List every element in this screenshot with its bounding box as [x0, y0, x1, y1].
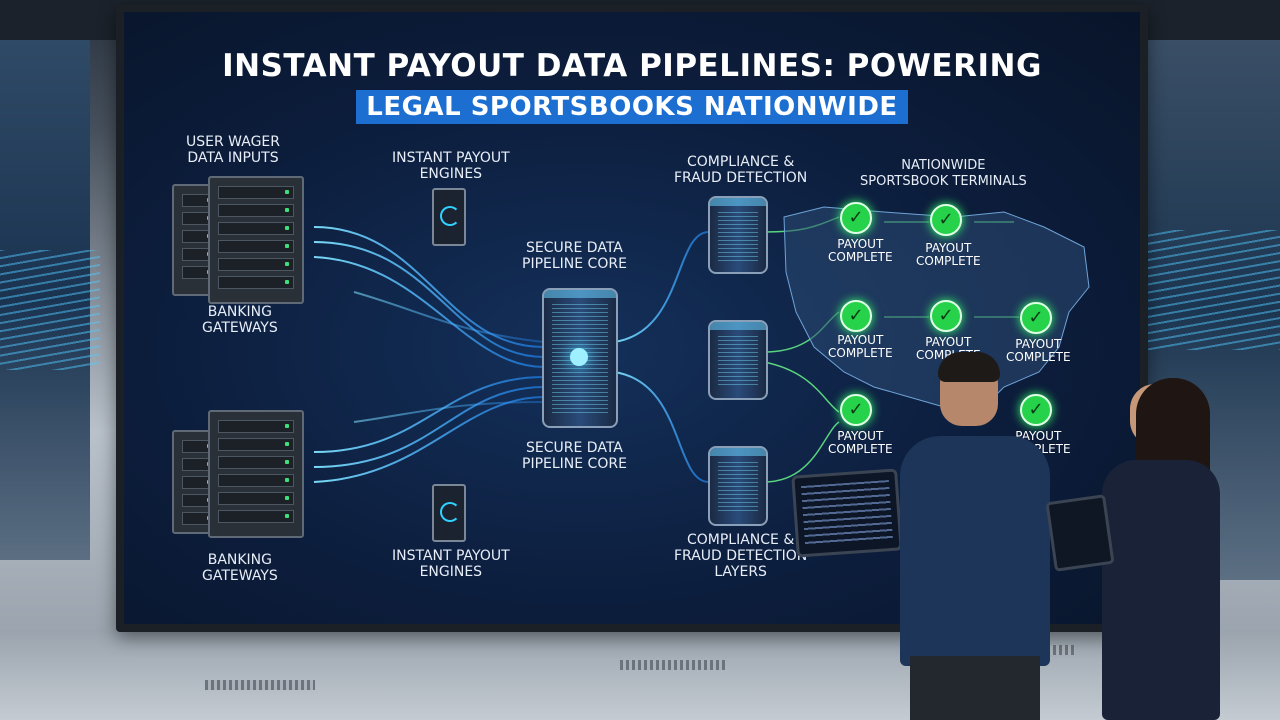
pipeline-cylinder-icon — [708, 320, 768, 400]
check-icon: ✓ — [840, 202, 872, 234]
pipeline-cylinder-icon — [708, 196, 768, 274]
server-icon — [208, 176, 304, 304]
woman-figure — [1045, 378, 1230, 720]
check-icon: ✓ — [1020, 302, 1052, 334]
wall-screen: INSTANT PAYOUT DATA PIPELINES: POWERING … — [124, 12, 1140, 624]
compliance-label-top: COMPLIANCE &FRAUD DETECTION — [674, 154, 808, 186]
check-icon: ✓ — [840, 394, 872, 426]
floor-vent — [205, 680, 315, 690]
tablet — [1045, 494, 1115, 572]
board-title-line1: INSTANT PAYOUT DATA PIPELINES: POWERING — [222, 48, 1042, 84]
tablet — [791, 468, 903, 558]
board-title-line2: LEGAL SPORTSBOOKS NATIONWIDE — [356, 90, 908, 124]
floor-vent — [1035, 645, 1075, 655]
check-icon: ✓ — [930, 204, 962, 236]
payout-engine-icon — [432, 484, 466, 542]
check-icon: ✓ — [840, 300, 872, 332]
wave-graphic — [0, 250, 100, 370]
check-icon: ✓ — [1020, 394, 1052, 426]
wave-graphic — [1140, 230, 1280, 350]
pipeline-cylinder-icon — [542, 288, 618, 428]
pipeline-cylinder-icon — [708, 446, 768, 526]
left-wall-display — [0, 40, 100, 560]
server-icon — [208, 410, 304, 538]
man-figure — [890, 352, 1060, 720]
payout-engine-icon — [432, 188, 466, 246]
floor-vent — [620, 660, 725, 670]
check-icon: ✓ — [930, 300, 962, 332]
